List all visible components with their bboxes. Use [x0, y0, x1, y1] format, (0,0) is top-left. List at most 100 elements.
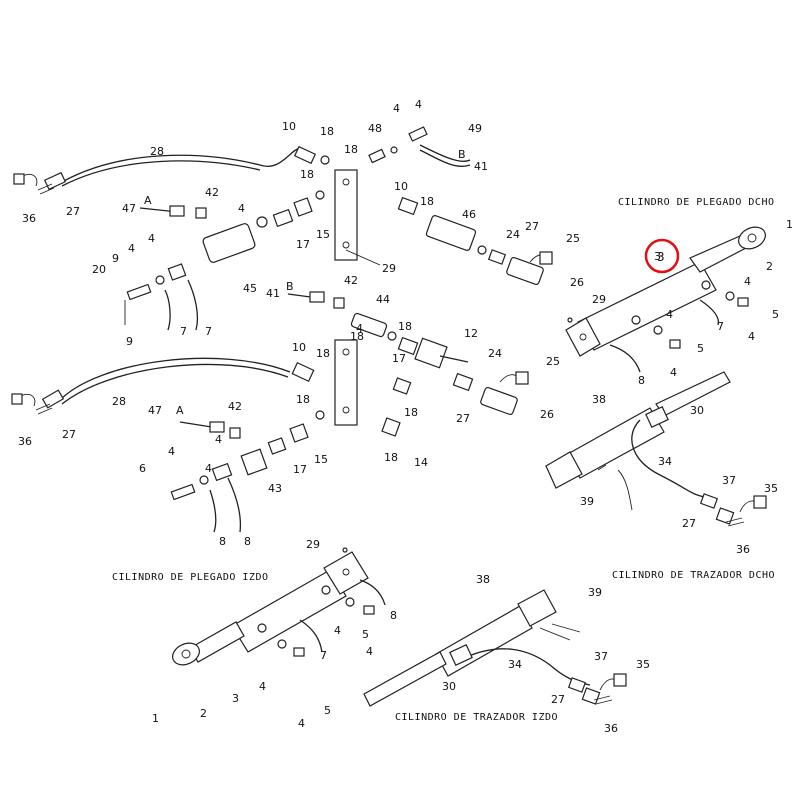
fitting-17b	[397, 336, 419, 356]
coupler-26b	[480, 386, 518, 416]
hose-7c	[699, 299, 720, 326]
part-number-label: 30	[690, 404, 704, 417]
hose-28-upper	[61, 147, 301, 183]
washer-4f	[653, 325, 663, 335]
hose-end-fitting	[43, 171, 67, 191]
fitting-47	[169, 205, 185, 217]
hose-8a	[209, 489, 217, 533]
part-number-label: 8	[244, 535, 251, 548]
part-number-label: 34	[658, 455, 672, 468]
cap-25	[539, 251, 553, 265]
seal-18c	[477, 245, 487, 255]
part-number-label: 46	[462, 208, 476, 221]
part-number-label: 5	[772, 308, 779, 321]
part-number-label: 8	[638, 374, 645, 387]
part-number-label: 34	[508, 658, 522, 671]
fitting-15b	[289, 423, 309, 443]
trazador-rod-b	[363, 651, 447, 707]
part-number-label: 24	[506, 228, 520, 241]
part-number-label: 18	[404, 406, 418, 419]
fitting-42c	[229, 427, 241, 439]
highlight-circle	[644, 238, 680, 274]
washer-4	[155, 275, 165, 285]
rod-eye-1b	[172, 642, 200, 666]
connector-27	[37, 183, 55, 195]
part-number-label: 20	[92, 263, 106, 276]
fitting-17c	[267, 437, 287, 455]
caption-trazador-dcho: CILINDRO DE TRAZADOR DCHO	[612, 570, 775, 581]
part-number-label: 3	[232, 692, 239, 705]
bolt-9	[126, 283, 152, 301]
fitting-48	[368, 148, 386, 164]
hose-end-fitting-lower	[41, 389, 65, 409]
part-number-label: 36	[18, 435, 32, 448]
bolt-5d	[293, 647, 305, 657]
part-number-label: 24	[488, 347, 502, 360]
part-number-label: 42	[205, 186, 219, 199]
cylinder-body-3	[577, 261, 717, 351]
part-number-label: 18	[350, 330, 364, 343]
coupler-36c	[725, 517, 745, 527]
part-number-label: 27	[525, 220, 539, 233]
part-number-label: 15	[314, 453, 328, 466]
clevis-hole	[579, 333, 587, 341]
part-number-label: 4	[666, 308, 673, 321]
part-number-label: 2	[200, 707, 207, 720]
part-number-label: 5	[362, 628, 369, 641]
part-number-label: 42	[344, 274, 358, 287]
washer-4h	[277, 639, 287, 649]
seal-4	[390, 146, 398, 154]
seal-18	[320, 155, 330, 165]
washer-4e	[725, 291, 735, 301]
pin-29b	[342, 547, 348, 553]
fitting-30	[645, 406, 669, 428]
part-number-label: 14	[414, 456, 428, 469]
part-number-label: 4	[168, 445, 175, 458]
port-label-a: A	[144, 194, 152, 207]
part-number-label: 17	[392, 352, 406, 365]
part-number-label: 18	[296, 393, 310, 406]
hose-28-lower	[59, 357, 291, 401]
bracket-hole	[342, 406, 350, 414]
connector-27c	[715, 507, 735, 525]
part-number-label: 42	[228, 400, 242, 413]
port-fitting-c	[257, 623, 267, 633]
part-number-label: 4	[148, 232, 155, 245]
hose-8b	[227, 477, 242, 533]
hose-7a	[164, 289, 171, 331]
fitting-30b	[449, 644, 473, 666]
part-number-label: 28	[150, 145, 164, 158]
fitting-4d	[211, 462, 233, 482]
part-number-label: 7	[320, 649, 327, 662]
bolt-5	[737, 297, 749, 307]
fitting-24	[487, 249, 507, 265]
part-number-label: 4	[259, 680, 266, 693]
hose-41-inner	[419, 149, 471, 167]
part-number-label: 5	[697, 342, 704, 355]
leader-29	[345, 249, 381, 266]
part-number-label: 4	[128, 242, 135, 255]
trazador-clevis	[545, 451, 583, 489]
part-number-label: 29	[382, 262, 396, 275]
part-number-label: 18	[300, 168, 314, 181]
fitting-14	[381, 417, 401, 437]
part-number-label: 4	[238, 202, 245, 215]
rod-eye-hole-b	[181, 649, 191, 659]
part-number-label: 39	[580, 495, 594, 508]
part-number-label: 4	[393, 102, 400, 115]
part-number-label: 27	[456, 412, 470, 425]
bracket-hole	[342, 178, 350, 186]
part-number-label: 38	[476, 573, 490, 586]
part-number-label: 28	[112, 395, 126, 408]
part-number-label: 17	[296, 238, 310, 251]
fitting-42	[195, 207, 207, 219]
seal-18e	[315, 410, 325, 420]
hose-7d	[299, 619, 323, 653]
part-number-label: 36	[736, 543, 750, 556]
part-number-label: 10	[394, 180, 408, 193]
part-number-label: 26	[570, 276, 584, 289]
part-number-label: 39	[588, 586, 602, 599]
port-label-a-lower: A	[176, 404, 184, 417]
